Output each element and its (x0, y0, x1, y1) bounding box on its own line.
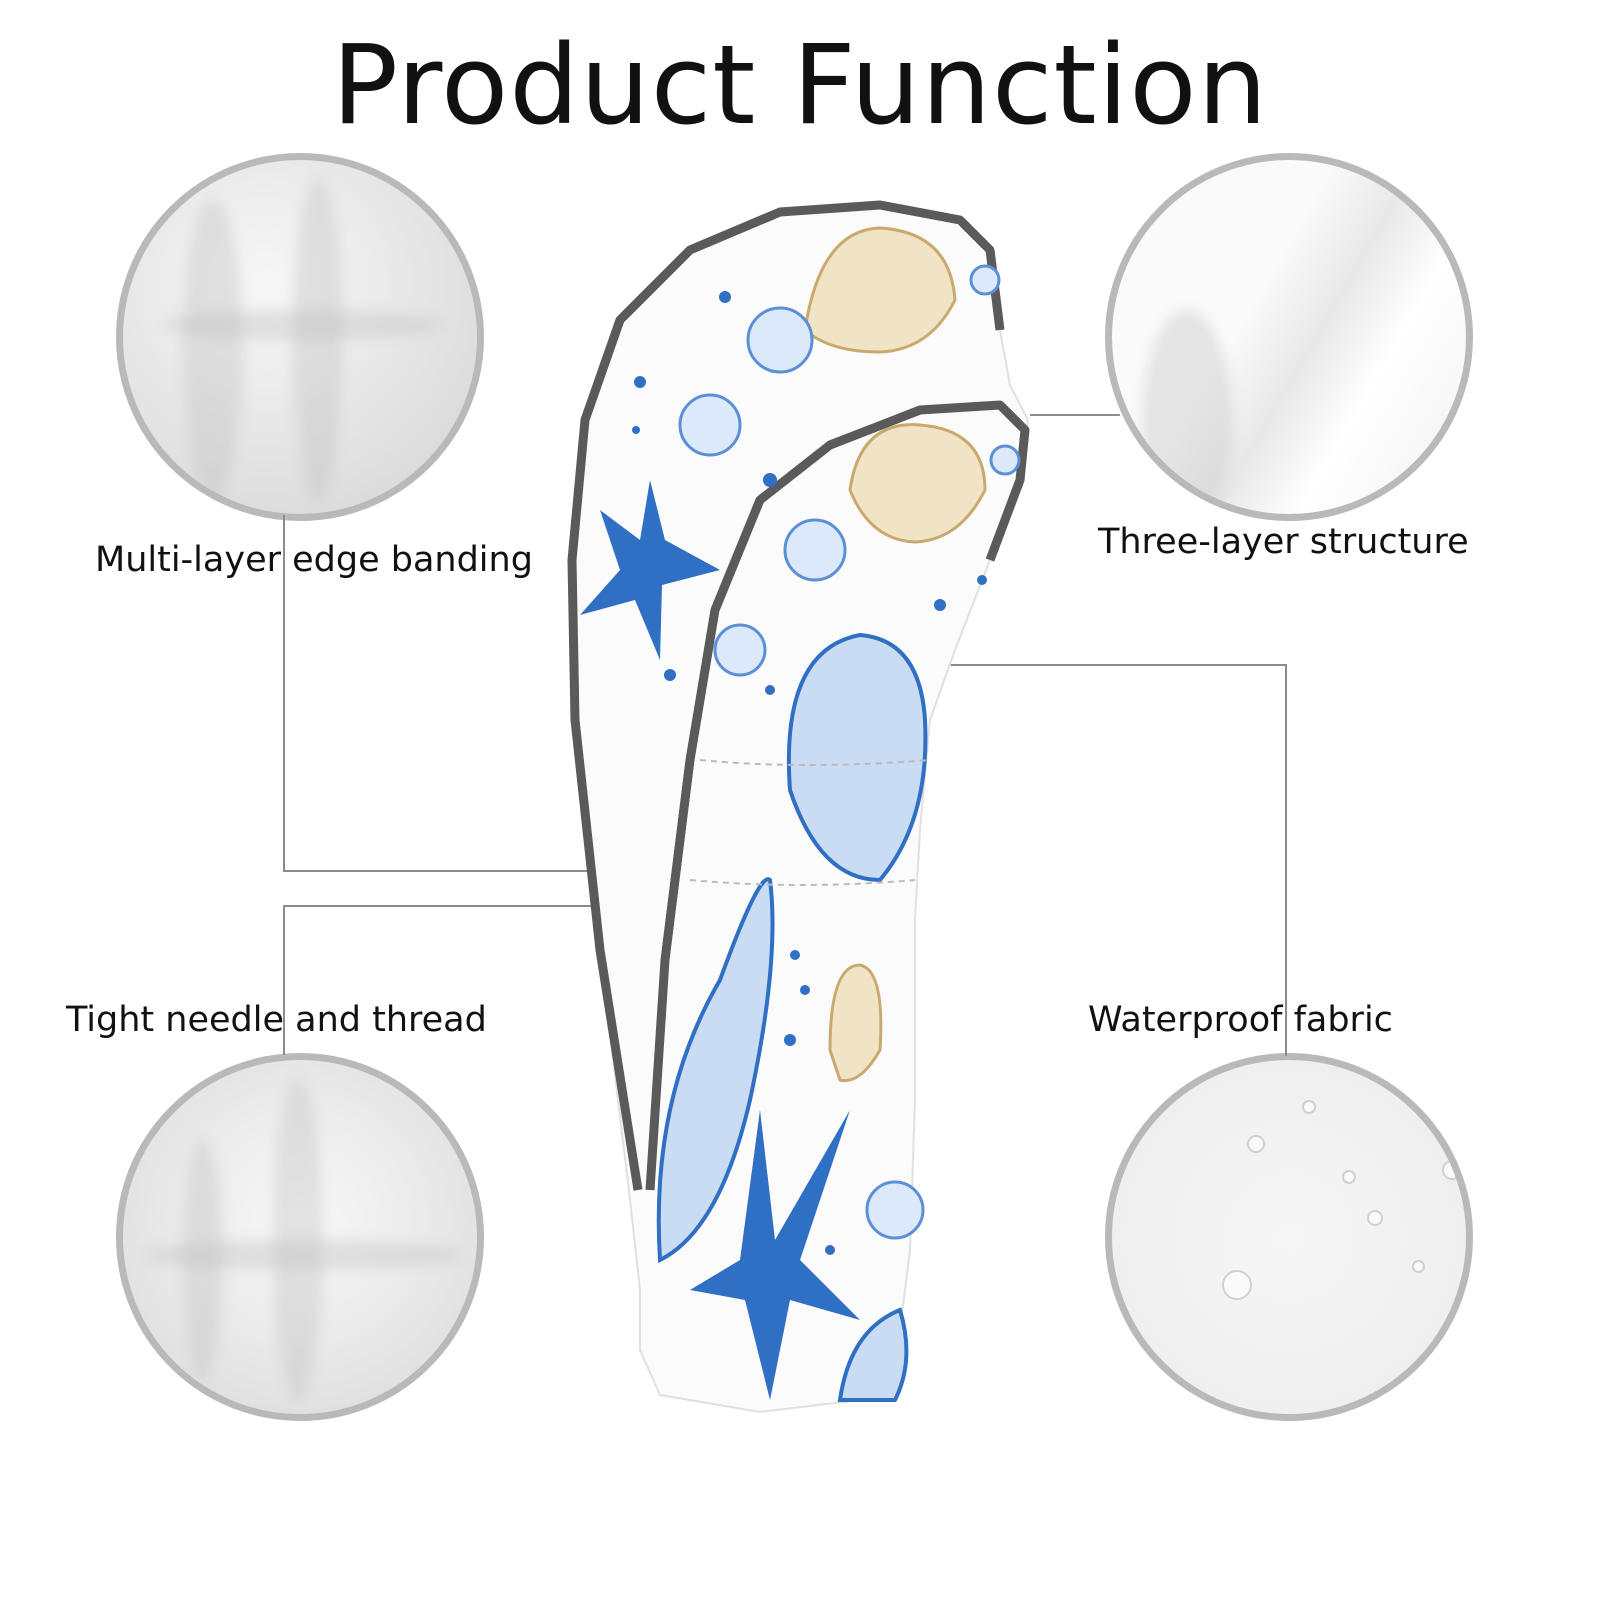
stitch-line (699, 759, 931, 766)
connector-line (283, 515, 285, 872)
connector-line (1030, 414, 1120, 416)
connector-line (920, 664, 1287, 666)
page-title: Product Function (331, 21, 1269, 149)
feature-label-waterproof: Waterproof fabric (1088, 1000, 1393, 1040)
connector-line (283, 870, 593, 872)
shell-blue (656, 632, 928, 1402)
connector-line (1285, 664, 1287, 1056)
feature-label-three-layer: Three-layer structure (1098, 522, 1469, 562)
edge-binding-outer (567, 200, 1005, 1191)
edge-binding-inner (645, 400, 1030, 1191)
connector-line (283, 905, 285, 1055)
detail-image-three-layer (1105, 153, 1473, 521)
feature-label-edge-banding: Multi-layer edge banding (95, 540, 533, 580)
detail-image-waterproof (1105, 1053, 1473, 1421)
connector-line (283, 905, 593, 907)
shell-tan (803, 226, 987, 1083)
bubbles (678, 264, 1021, 1240)
stitch-line (689, 879, 916, 886)
dots (632, 291, 987, 1255)
starfish (580, 480, 860, 1400)
detail-image-needle-thread (116, 1053, 484, 1421)
feature-label-needle-thread: Tight needle and thread (66, 1000, 487, 1040)
detail-image-edge-banding (116, 153, 484, 521)
